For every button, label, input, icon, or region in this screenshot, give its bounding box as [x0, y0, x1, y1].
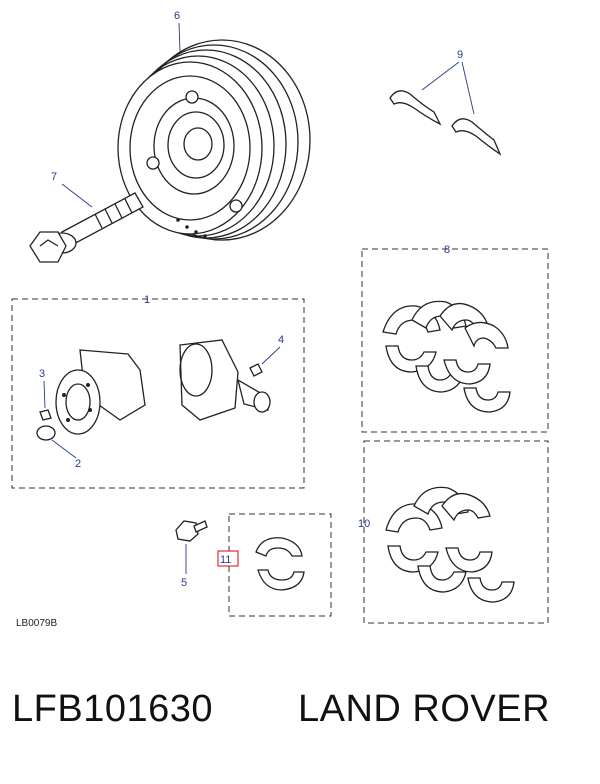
callout-11: 11: [220, 554, 231, 566]
bearing-set-lower-box: [363, 440, 549, 624]
bearing-shell-pair-illustration: [255, 537, 305, 591]
callout-6: 6: [174, 10, 180, 22]
callout-1: 1: [144, 294, 150, 306]
callout-3: 3: [39, 368, 45, 380]
bearing-shell-box: [228, 513, 332, 617]
pulley-bolt-illustration: [29, 192, 144, 263]
bearing-set-upper-box: [361, 248, 549, 433]
part-number: LFB101630: [12, 688, 213, 730]
callout-10: 10: [358, 518, 370, 530]
main-bearing-bolt-illustration: [175, 520, 208, 542]
callout-5: 5: [181, 577, 187, 589]
callout-2: 2: [75, 458, 81, 470]
bearing-shells-lower-illustration: [385, 486, 515, 603]
callout-9: 9: [457, 49, 463, 61]
callout-7: 7: [51, 171, 57, 183]
footer: LFB101630 LAND ROVER: [0, 688, 600, 758]
pilot-bush-illustration: [36, 425, 56, 441]
thrust-washers-illustration: [389, 90, 502, 156]
callout-4: 4: [278, 334, 284, 346]
callout-8: 8: [444, 244, 450, 256]
brand-name: LAND ROVER: [298, 688, 551, 730]
callout-11-highlight: [217, 550, 239, 567]
crankshaft-group-box: [11, 298, 305, 489]
crankshaft-rear-illustration: [179, 339, 271, 421]
parts-diagram: 6 7 9 1 3 2 4: [11, 10, 549, 629]
crankshaft-pulley-illustration: [117, 39, 311, 241]
bearing-shells-upper-illustration: [382, 300, 511, 413]
crankshaft-front-illustration: [39, 349, 146, 435]
diagram-reference-code: LB0079B: [16, 618, 57, 629]
